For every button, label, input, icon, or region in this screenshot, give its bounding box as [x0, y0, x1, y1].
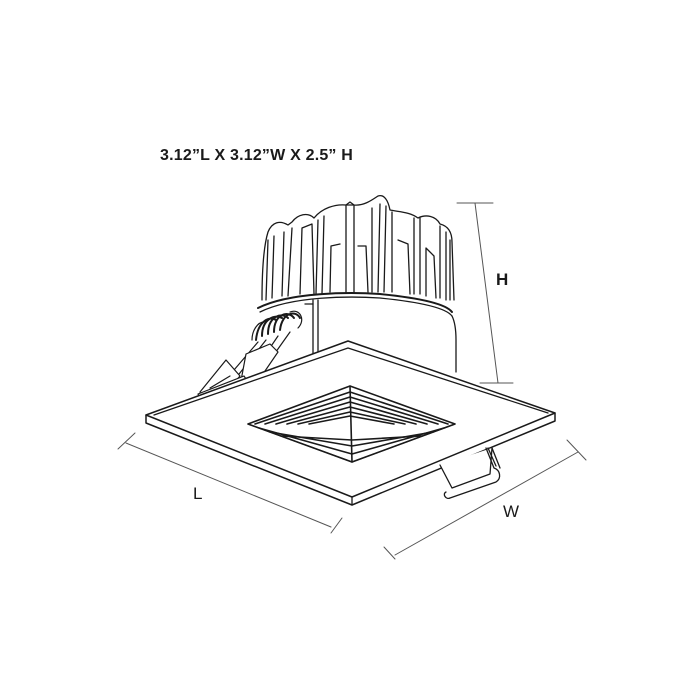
width-dimension-line	[383, 439, 587, 560]
dimension-lines	[117, 202, 587, 560]
height-label: H	[496, 270, 509, 289]
length-label: L	[193, 484, 203, 503]
width-label: W	[503, 502, 520, 521]
height-dimension-line	[456, 202, 514, 384]
heat-sink	[257, 194, 455, 317]
dimensions-caption: 3.12”L X 3.12”W X 2.5” H	[160, 147, 354, 164]
cylinder-body	[304, 299, 457, 373]
mounting-clip	[439, 447, 501, 500]
pyramid-baffle	[247, 385, 456, 463]
length-dimension-line	[117, 432, 343, 534]
